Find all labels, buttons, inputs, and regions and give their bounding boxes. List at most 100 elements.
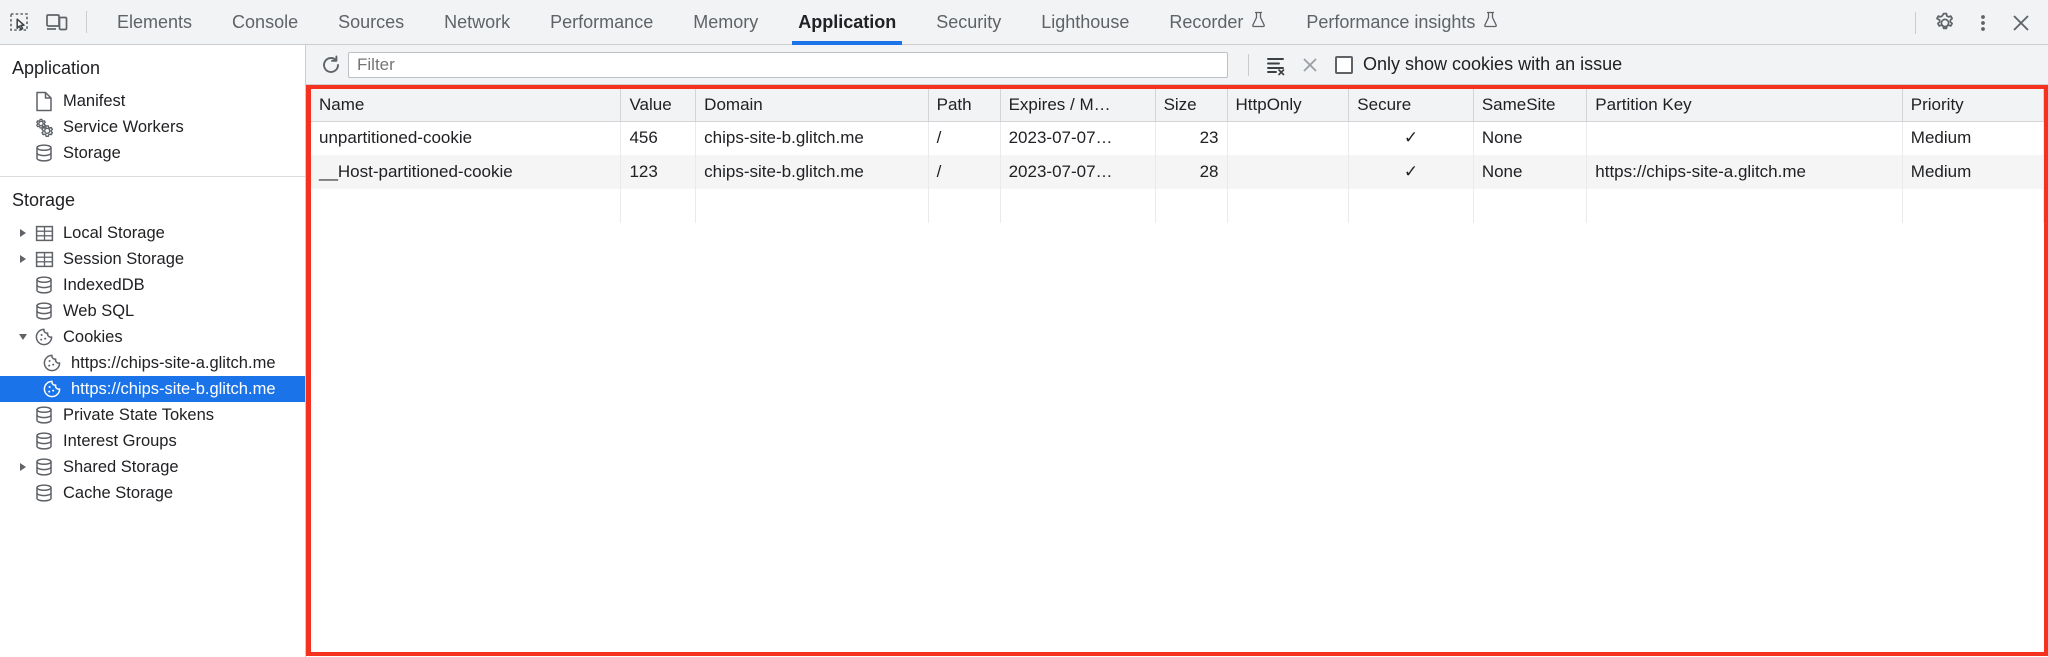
expand-twisty[interactable]: [14, 246, 32, 272]
tab-application[interactable]: Application: [778, 0, 916, 45]
column-header-path[interactable]: Path: [928, 89, 1001, 122]
refresh-icon[interactable]: [314, 48, 348, 82]
sidebar-item-storage[interactable]: Storage: [0, 140, 305, 166]
sidebar-item-label: IndexedDB: [63, 275, 145, 294]
sidebar-item-web-sql[interactable]: Web SQL: [0, 298, 305, 324]
panel-tabs: Elements Console Sources Network Perform…: [97, 0, 1518, 45]
cell-httponly: [1227, 155, 1350, 189]
expand-twisty[interactable]: [14, 454, 32, 480]
column-header-partition-key[interactable]: Partition Key: [1586, 89, 1903, 122]
collapse-twisty[interactable]: [14, 324, 32, 350]
sidebar-item-label: Manifest: [63, 91, 126, 110]
sidebar-item-indexeddb[interactable]: IndexedDB: [0, 272, 305, 298]
table-empty-area: [311, 189, 2044, 223]
sidebar-item-cookies[interactable]: Cookies: [0, 324, 305, 350]
column-header-priority[interactable]: Priority: [1902, 89, 2044, 122]
sidebar-item-shared-storage[interactable]: Shared Storage: [0, 454, 305, 480]
gear-icon[interactable]: [1926, 4, 1964, 42]
sidebar-item-label: Web SQL: [63, 301, 135, 320]
sidebar-item-interest-groups[interactable]: Interest Groups: [0, 428, 305, 454]
table-row[interactable]: unpartitioned-cookie 456 chips-site-b.gl…: [311, 121, 2044, 155]
storage-database-icon: [32, 456, 56, 478]
tab-label: Network: [444, 11, 511, 32]
column-header-httponly[interactable]: HttpOnly: [1227, 89, 1350, 122]
tab-console[interactable]: Console: [212, 0, 318, 45]
table-icon: [32, 222, 56, 244]
sidebar-item-label: Storage: [63, 143, 121, 162]
sidebar-item-service-workers[interactable]: Service Workers: [0, 114, 305, 140]
tab-network[interactable]: Network: [424, 0, 530, 45]
column-header-samesite[interactable]: SameSite: [1473, 89, 1588, 122]
sidebar-item-manifest[interactable]: Manifest: [0, 88, 305, 114]
cell-secure: ✓: [1348, 155, 1474, 189]
cell-samesite: None: [1473, 121, 1588, 155]
cookies-table-header-row: Name Value Domain Path Expires / M… Size…: [311, 89, 2044, 122]
column-header-domain[interactable]: Domain: [695, 89, 929, 122]
sidebar-item-label: Service Workers: [63, 117, 184, 136]
sidebar-item-cache-storage[interactable]: Cache Storage: [0, 480, 305, 506]
tab-sources[interactable]: Sources: [318, 0, 424, 45]
tab-performance[interactable]: Performance: [530, 0, 673, 45]
application-section-title: Application: [12, 58, 101, 78]
column-header-secure[interactable]: Secure: [1348, 89, 1474, 122]
tab-memory[interactable]: Memory: [673, 0, 778, 45]
only-show-issues-checkbox-row[interactable]: Only show cookies with an issue: [1335, 54, 1622, 75]
storage-database-icon: [32, 274, 56, 296]
sidebar-item-session-storage[interactable]: Session Storage: [0, 246, 305, 272]
cookie-icon: [32, 326, 56, 348]
tab-lighthouse[interactable]: Lighthouse: [1021, 0, 1149, 45]
sidebar-item-cookie-site-b[interactable]: https://chips-site-b.glitch.me: [0, 376, 305, 402]
storage-database-icon: [32, 142, 56, 164]
sidebar-item-label: Session Storage: [63, 249, 185, 268]
application-section: Application Manifest: [0, 45, 305, 176]
cell-name: unpartitioned-cookie: [311, 121, 622, 155]
filter-input[interactable]: [348, 51, 1228, 78]
inspect-element-icon[interactable]: [0, 3, 38, 41]
clear-filter-close-icon[interactable]: [1293, 48, 1327, 82]
column-header-size[interactable]: Size: [1155, 89, 1228, 122]
storage-section: Storage Local Storage Session Storage: [0, 176, 305, 516]
cell-expires: 2023-07-07…: [1000, 121, 1156, 155]
tab-elements[interactable]: Elements: [97, 0, 212, 45]
clear-all-cookies-icon[interactable]: [1259, 48, 1293, 82]
devtools-main: Application Manifest: [0, 45, 2048, 657]
more-vertical-icon[interactable]: [1964, 4, 2002, 42]
column-header-value[interactable]: Value: [620, 89, 697, 122]
column-header-expires[interactable]: Expires / M…: [1000, 89, 1156, 122]
experiment-flask-icon: [1251, 11, 1266, 33]
cookie-icon: [40, 352, 64, 374]
sidebar-item-label: Cache Storage: [63, 483, 174, 502]
tab-label: Sources: [338, 11, 405, 32]
tab-security[interactable]: Security: [916, 0, 1021, 45]
cookies-panel: Only show cookies with an issue Name Val…: [306, 45, 2048, 657]
sidebar-item-label: Cookies: [63, 327, 123, 346]
sidebar-item-local-storage[interactable]: Local Storage: [0, 220, 305, 246]
cell-partition-key: https://chips-site-a.glitch.me: [1586, 155, 1903, 189]
cell-path: /: [928, 121, 1001, 155]
cell-size: 28: [1155, 155, 1228, 189]
cell-domain: chips-site-b.glitch.me: [695, 155, 929, 189]
sidebar-item-label: Local Storage: [63, 223, 165, 242]
sidebar-item-cookie-site-a[interactable]: https://chips-site-a.glitch.me: [0, 350, 305, 376]
cell-name: __Host-partitioned-cookie: [311, 155, 622, 189]
cell-value: 456: [620, 121, 697, 155]
sidebar-item-label: https://chips-site-a.glitch.me: [71, 353, 276, 372]
tab-recorder[interactable]: Recorder: [1149, 0, 1286, 45]
only-show-issues-checkbox[interactable]: [1335, 55, 1353, 74]
tab-performance-insights[interactable]: Performance insights: [1286, 0, 1518, 45]
close-icon[interactable]: [2002, 4, 2040, 42]
cell-priority: Medium: [1902, 155, 2044, 189]
experiment-flask-icon: [1483, 11, 1498, 33]
column-header-name[interactable]: Name: [311, 89, 622, 122]
device-toolbar-icon[interactable]: [38, 3, 76, 41]
cookies-table-highlight: Name Value Domain Path Expires / M… Size…: [306, 85, 2048, 656]
tab-label: Recorder: [1169, 11, 1244, 32]
cell-partition-key: [1586, 121, 1903, 155]
sidebar-item-private-state-tokens[interactable]: Private State Tokens: [0, 402, 305, 428]
cell-httponly: [1227, 121, 1350, 155]
expand-twisty[interactable]: [14, 220, 32, 246]
table-row[interactable]: __Host-partitioned-cookie 123 chips-site…: [311, 155, 2044, 189]
tab-label: Performance insights: [1306, 11, 1476, 32]
cell-path: /: [928, 155, 1001, 189]
cell-expires: 2023-07-07…: [1000, 155, 1156, 189]
